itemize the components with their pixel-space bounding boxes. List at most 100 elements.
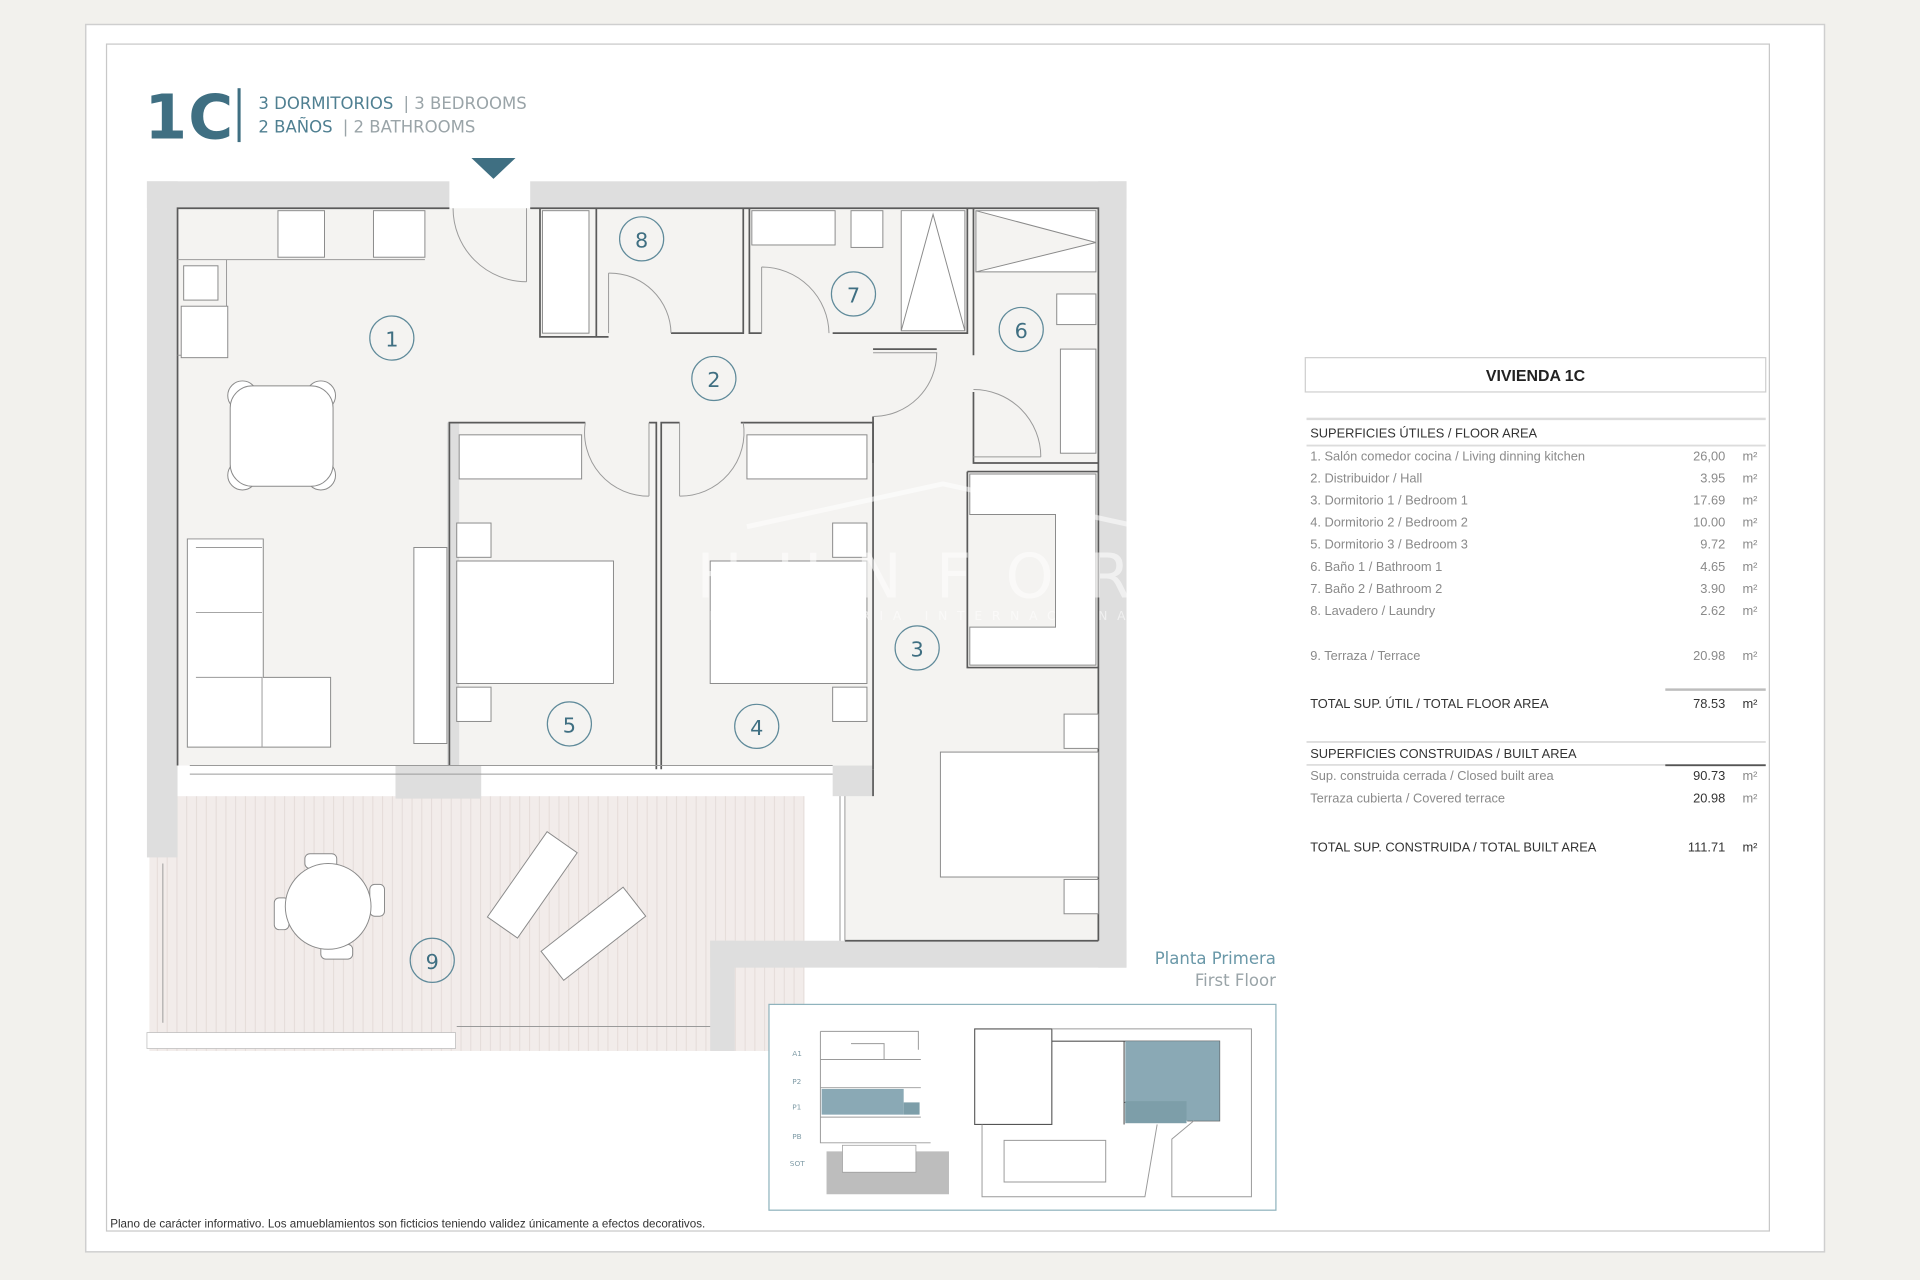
level-label: SOT xyxy=(790,1159,805,1168)
svg-text:26,00: 26,00 xyxy=(1693,449,1725,464)
dining-table xyxy=(227,380,336,491)
area-table: VIVIENDA 1C SUPERFICIES ÚTILES / FLOOR A… xyxy=(1304,357,1767,854)
svg-text:3. Dormitorio 1 / Bedroom 1: 3. Dormitorio 1 / Bedroom 1 xyxy=(1310,493,1468,508)
svg-text:5. Dormitorio 3 / Bedroom 3: 5. Dormitorio 3 / Bedroom 3 xyxy=(1310,537,1468,552)
room-number-4: 4 xyxy=(734,703,780,750)
table-row: 1. Salón comedor cocina / Living dinning… xyxy=(1310,449,1758,464)
svg-text:m²: m² xyxy=(1742,603,1758,618)
disclaimer-footnote: Plano de carácter informativo. Los amueb… xyxy=(110,1217,705,1230)
svg-text:90.73: 90.73 xyxy=(1693,768,1725,783)
bathrooms-en: | 2 BATHROOMS xyxy=(343,117,476,136)
built-area-heading: SUPERFICIES CONSTRUIDAS / BUILT AREA xyxy=(1310,746,1577,761)
svg-text:2. Distribuidor / Hall: 2. Distribuidor / Hall xyxy=(1310,471,1422,486)
svg-text:111.71: 111.71 xyxy=(1688,839,1725,854)
key-plan-highlight-section xyxy=(821,1088,904,1115)
svg-text:4: 4 xyxy=(750,716,763,740)
svg-text:Terraza cubierta / Covered ter: Terraza cubierta / Covered terrace xyxy=(1310,790,1505,805)
svg-text:m²: m² xyxy=(1742,768,1758,783)
terrace-deck xyxy=(149,796,805,1051)
svg-text:78.53: 78.53 xyxy=(1693,696,1725,711)
svg-text:2: 2 xyxy=(707,368,720,392)
svg-text:m²: m² xyxy=(1742,696,1758,711)
level-label: A1 xyxy=(792,1049,802,1058)
svg-text:2 BAÑOS | 2 BATHROOMS: 2 BAÑOS | 2 BATHROOMS xyxy=(258,117,475,136)
total-built-area-row: TOTAL SUP. CONSTRUIDA / TOTAL BUILT AREA… xyxy=(1310,839,1758,854)
svg-text:4. Dormitorio 2 / Bedroom 2: 4. Dormitorio 2 / Bedroom 2 xyxy=(1310,515,1468,530)
svg-text:8: 8 xyxy=(635,228,648,252)
bedrooms-en: | 3 BEDROOMS xyxy=(403,94,526,113)
svg-text:TOTAL SUP. CONSTRUIDA / TOTAL: TOTAL SUP. CONSTRUIDA / TOTAL BUILT AREA xyxy=(1310,839,1597,854)
svg-text:9. Terraza / Terrace: 9. Terraza / Terrace xyxy=(1310,648,1420,663)
svg-text:3.90: 3.90 xyxy=(1700,581,1725,596)
table-row: Sup. construida cerrada / Closed built a… xyxy=(1310,768,1758,783)
svg-text:9: 9 xyxy=(426,950,439,974)
svg-text:9.72: 9.72 xyxy=(1700,537,1725,552)
floor-name-es: Planta Primera xyxy=(1155,949,1276,968)
svg-text:10.00: 10.00 xyxy=(1693,515,1725,530)
floor-name-en: First Floor xyxy=(1195,971,1276,990)
svg-text:3.95: 3.95 xyxy=(1700,471,1725,486)
svg-text:4.65: 4.65 xyxy=(1700,559,1725,574)
svg-text:2.62: 2.62 xyxy=(1700,603,1725,618)
room-number-1: 1 xyxy=(369,315,415,361)
svg-text:7. Baño 2 / Bathroom 2: 7. Baño 2 / Bathroom 2 xyxy=(1310,581,1442,596)
floor-area-heading: SUPERFICIES ÚTILES / FLOOR AREA xyxy=(1310,425,1537,440)
svg-text:m²: m² xyxy=(1742,790,1758,805)
room-number-7: 7 xyxy=(830,271,877,317)
svg-text:m²: m² xyxy=(1742,581,1758,596)
floor-plan: HUNFOR INMOBILIARIA INTERNACIONAL 1 2 3 … xyxy=(146,181,1164,1051)
total-floor-area-row: TOTAL SUP. ÚTIL / TOTAL FLOOR AREA 78.53 m… xyxy=(1310,696,1758,711)
level-label: PB xyxy=(792,1132,801,1141)
svg-text:m²: m² xyxy=(1742,648,1758,663)
svg-text:m²: m² xyxy=(1742,537,1758,552)
table-row: 2. Distribuidor / Hall 3.95 m² xyxy=(1310,471,1758,486)
svg-text:m²: m² xyxy=(1742,471,1758,486)
entrance-arrow-icon xyxy=(471,158,516,179)
floor-area-rows: 1. Salón comedor cocina / Living dinning… xyxy=(1310,449,1758,664)
key-plan: A1 P2 P1 PB SOT xyxy=(768,1003,1277,1211)
table-row: 7. Baño 2 / Bathroom 2 3.90 m² xyxy=(1310,581,1758,596)
svg-text:6. Baño 1 / Bathroom 1: 6. Baño 1 / Bathroom 1 xyxy=(1310,559,1442,574)
table-row: 5. Dormitorio 3 / Bedroom 3 9.72 m² xyxy=(1310,537,1758,552)
svg-text:TOTAL SUP. ÚTIL / TOTAL FLOOR: TOTAL SUP. ÚTIL / TOTAL FLOOR AREA xyxy=(1310,696,1549,711)
svg-text:20.98: 20.98 xyxy=(1693,790,1725,805)
svg-text:3 DORMITORIOS | 3 BEDROO: 3 DORMITORIOS | 3 BEDROOMS xyxy=(258,94,526,113)
table-row: Terraza cubierta / Covered terrace 20.98 m… xyxy=(1310,790,1758,805)
svg-text:m²: m² xyxy=(1742,839,1758,854)
table-row: 4. Dormitorio 2 / Bedroom 2 10.00 m² xyxy=(1310,515,1758,530)
terrace-row: 9. Terraza / Terrace 20.98 m² xyxy=(1310,648,1758,663)
watermark-logo: HUNFOR INMOBILIARIA INTERNACIONAL xyxy=(696,481,1164,623)
table-row: 6. Baño 1 / Bathroom 1 4.65 m² xyxy=(1310,559,1758,574)
terrace-table xyxy=(273,853,385,960)
svg-text:3: 3 xyxy=(911,638,924,662)
svg-text:1: 1 xyxy=(385,328,398,352)
unit-header: 1C 3 DORMITORIOS | 3 BEDROOMS 2 BAÑOS | … xyxy=(144,82,527,179)
header-divider xyxy=(237,88,241,143)
room-number-8: 8 xyxy=(618,216,665,262)
svg-text:m²: m² xyxy=(1742,515,1758,530)
svg-text:m²: m² xyxy=(1742,449,1758,464)
svg-text:Sup. construida cerrada / Clos: Sup. construida cerrada / Closed built a… xyxy=(1310,768,1554,783)
svg-text:m²: m² xyxy=(1742,559,1758,574)
table-row: 8. Lavadero / Laundry 2.62 m² xyxy=(1310,603,1758,618)
table-title: VIVIENDA 1C xyxy=(1486,368,1586,385)
svg-text:20.98: 20.98 xyxy=(1693,648,1725,663)
svg-text:7: 7 xyxy=(847,284,860,308)
svg-text:5: 5 xyxy=(563,713,576,737)
svg-text:8. Lavadero / Laundry: 8. Lavadero / Laundry xyxy=(1310,603,1436,618)
watermark-brand: HUNFOR xyxy=(696,542,1164,613)
svg-text:m²: m² xyxy=(1742,493,1758,508)
level-label: P2 xyxy=(792,1077,801,1086)
room-number-9: 9 xyxy=(409,937,455,983)
room-number-6: 6 xyxy=(998,306,1044,353)
room-number-5: 5 xyxy=(546,701,593,747)
svg-text:6: 6 xyxy=(1015,319,1028,343)
room-number-3: 3 xyxy=(894,625,940,671)
room-number-2: 2 xyxy=(691,355,737,402)
unit-code: 1C xyxy=(144,82,234,153)
watermark-tagline: INMOBILIARIA INTERNACIONAL xyxy=(709,609,1152,623)
svg-text:1. Salón comedor cocina / Livi: 1. Salón comedor cocina / Living dinning… xyxy=(1310,449,1585,464)
bedrooms-es: 3 DORMITORIOS xyxy=(258,94,393,113)
